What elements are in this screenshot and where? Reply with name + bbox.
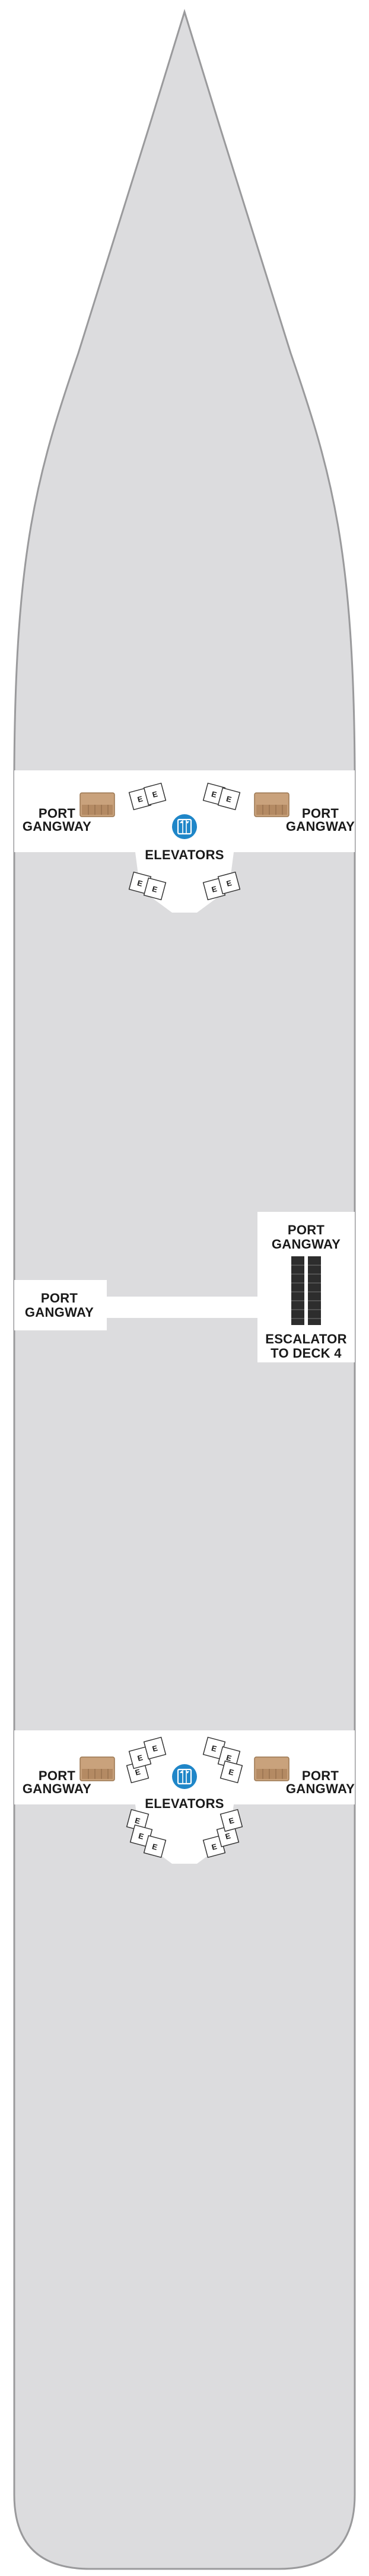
elevator-car[interactable]: E [143,877,167,901]
elevator-icon [171,813,198,840]
svg-text:E: E [151,789,159,799]
elevator-icon [171,1763,198,1790]
svg-text:E: E [151,884,159,894]
open-area [14,1280,107,1330]
svg-text:E: E [151,1842,159,1852]
midship-area: PORT GANGWAY PORT GANGWAY ESCALATOR [14,1212,355,1362]
svg-text:E: E [224,1831,232,1841]
gangway-door-icon [79,1756,115,1781]
aft-elevator-bank: PORT GANGWAY PORT GANGWAY ELEVATORS E E … [14,1730,355,1864]
elevator-car[interactable]: E [216,1824,240,1848]
svg-text:E: E [136,794,144,804]
svg-text:E: E [225,794,233,804]
elevator-car[interactable]: E [220,1760,243,1784]
gangway-label-line1: PORT [302,1768,339,1783]
escalator-label-line1: ESCALATOR [265,1332,347,1346]
svg-text:E: E [211,1842,218,1852]
svg-text:E: E [134,1767,142,1777]
svg-text:E: E [228,1816,236,1826]
left-gangway[interactable]: PORT GANGWAY [14,1280,107,1330]
right-gangway[interactable]: PORT GANGWAY [254,1756,355,1796]
forward-elevator-bank: PORT GANGWAY PORT GANGWAY ELEVATORS E E … [14,770,355,913]
escalator-label-line2: TO DECK 4 [271,1346,342,1361]
svg-text:E: E [225,878,233,888]
svg-text:E: E [136,1753,144,1763]
gangway-label-line2: GANGWAY [286,819,355,834]
elevators-label: ELEVATORS [145,847,224,862]
elevator-car[interactable]: E [143,1835,167,1858]
svg-text:E: E [211,789,218,799]
elevator-car[interactable]: E [220,1809,243,1832]
left-gangway[interactable]: PORT GANGWAY [23,1756,115,1796]
gangway-door-icon [79,792,115,817]
svg-text:E: E [211,1743,218,1753]
elevator-car[interactable]: E [217,787,241,811]
svg-text:E: E [138,1831,145,1841]
gangway-label-line1: PORT [288,1223,325,1237]
svg-text:E: E [136,878,144,888]
gangway-label-line2: GANGWAY [286,1781,355,1796]
elevator-car[interactable]: E [217,871,241,895]
elevator-car[interactable]: E [143,782,167,806]
gangway-label-line2: GANGWAY [23,1781,91,1796]
right-gangway[interactable]: PORT GANGWAY [254,792,355,834]
svg-text:E: E [151,1743,159,1753]
escalator-icon[interactable] [291,1256,321,1325]
gangway-label-line1: PORT [39,806,76,821]
gangway-label-line1: PORT [41,1291,78,1305]
svg-text:E: E [228,1767,236,1777]
gangway-label-line1: PORT [302,806,339,821]
svg-text:E: E [225,1753,233,1763]
gangway-label-line2: GANGWAY [25,1305,94,1320]
corridor [107,1297,261,1318]
left-gangway[interactable]: PORT GANGWAY [23,792,115,834]
gangway-label-line1: PORT [39,1768,76,1783]
elevators-label: ELEVATORS [145,1796,224,1811]
gangway-label-line2: GANGWAY [272,1237,341,1252]
svg-text:E: E [134,1816,142,1826]
elevator-car[interactable]: E [126,1809,149,1832]
gangway-door-icon [254,792,290,817]
elevator-car[interactable]: E [143,1736,167,1760]
gangway-door-icon [254,1756,290,1781]
open-area [257,1212,355,1362]
svg-text:E: E [211,884,218,894]
gangway-label-line2: GANGWAY [23,819,91,834]
ship-hull [13,8,356,2570]
right-gangway[interactable]: PORT GANGWAY [272,1223,341,1252]
